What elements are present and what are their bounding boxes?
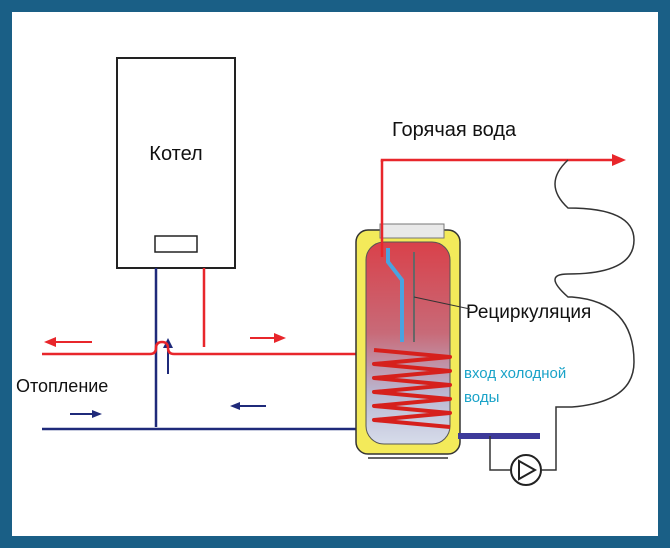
pump-return-pipe — [489, 436, 510, 471]
diagram-frame: Котел Отопление Горячая вода Рециркуляци… — [12, 12, 658, 536]
boiler-display — [154, 235, 198, 253]
cold-inlet-label-2: воды — [464, 389, 499, 406]
arrow-icon — [612, 154, 626, 166]
arrow-icon — [230, 402, 240, 410]
boiler-body — [116, 57, 236, 269]
tank-lid — [379, 223, 445, 239]
arrow-icon — [274, 333, 286, 343]
cold-inlet-label-1: вход холодной — [464, 365, 566, 382]
arrow-icon — [163, 338, 173, 348]
hot-water-label: Горячая вода — [392, 119, 517, 141]
heating-supply-pipe — [42, 340, 372, 356]
hot-water-pipe — [380, 158, 612, 162]
heating-diagram: Котел Отопление Горячая вода Рециркуляци… — [16, 57, 635, 486]
boiler-label: Котел — [149, 143, 202, 165]
heating-coil — [372, 348, 452, 429]
arrow-icon — [92, 410, 102, 418]
arrow-icon — [44, 337, 56, 347]
cold-dip-tube — [386, 248, 404, 342]
recirculation-label: Рециркуляция — [466, 302, 591, 323]
heating-label: Отопление — [16, 376, 108, 396]
recirculation-loop — [542, 159, 635, 471]
recirc-leader — [413, 296, 471, 310]
pump-icon — [510, 454, 542, 486]
